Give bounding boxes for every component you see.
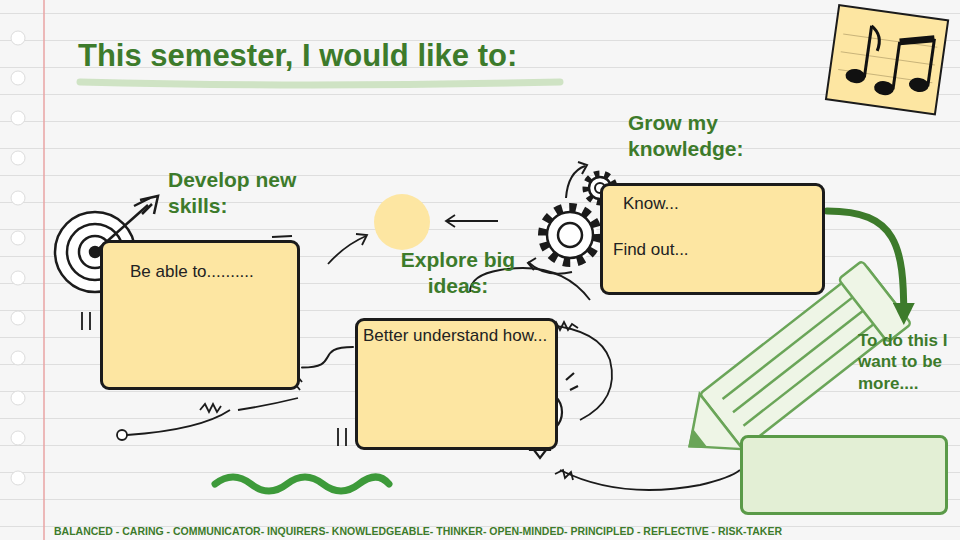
goal-box: Explore big ideas:Better understand how.… [355,318,558,450]
title-underline [80,82,560,85]
connector-line [302,347,353,367]
goal-box: Develop new skills:Be able to.......... [100,240,300,390]
green-panel [740,435,948,515]
prompt-text: Know... [623,194,679,214]
prompt-text: Be able to.......... [130,262,254,282]
box-heading: Explore big ideas: [383,247,533,300]
binder-holes [11,31,25,485]
box-heading: Grow my knowledge: [628,110,788,163]
box-heading: To do this I want to be more.... [858,330,950,394]
box-heading: Develop new skills: [168,167,318,220]
green-squiggle [215,477,389,491]
margin-line [43,0,45,540]
goal-box: Grow my knowledge:Know...Find out... [600,183,825,295]
prompt-text: Find out... [613,240,689,260]
flow-arrow [827,211,904,316]
prompt-text: Better understand how... [363,326,547,346]
page-title: This semester, I would like to: [78,34,558,77]
music-note-sticky [826,5,948,114]
trait-list: BALANCED - CARING - COMMUNICATOR- INQUIR… [54,525,782,537]
idea-dot [374,194,430,250]
reflection-panel: To do this I want to be more.... [740,322,950,518]
